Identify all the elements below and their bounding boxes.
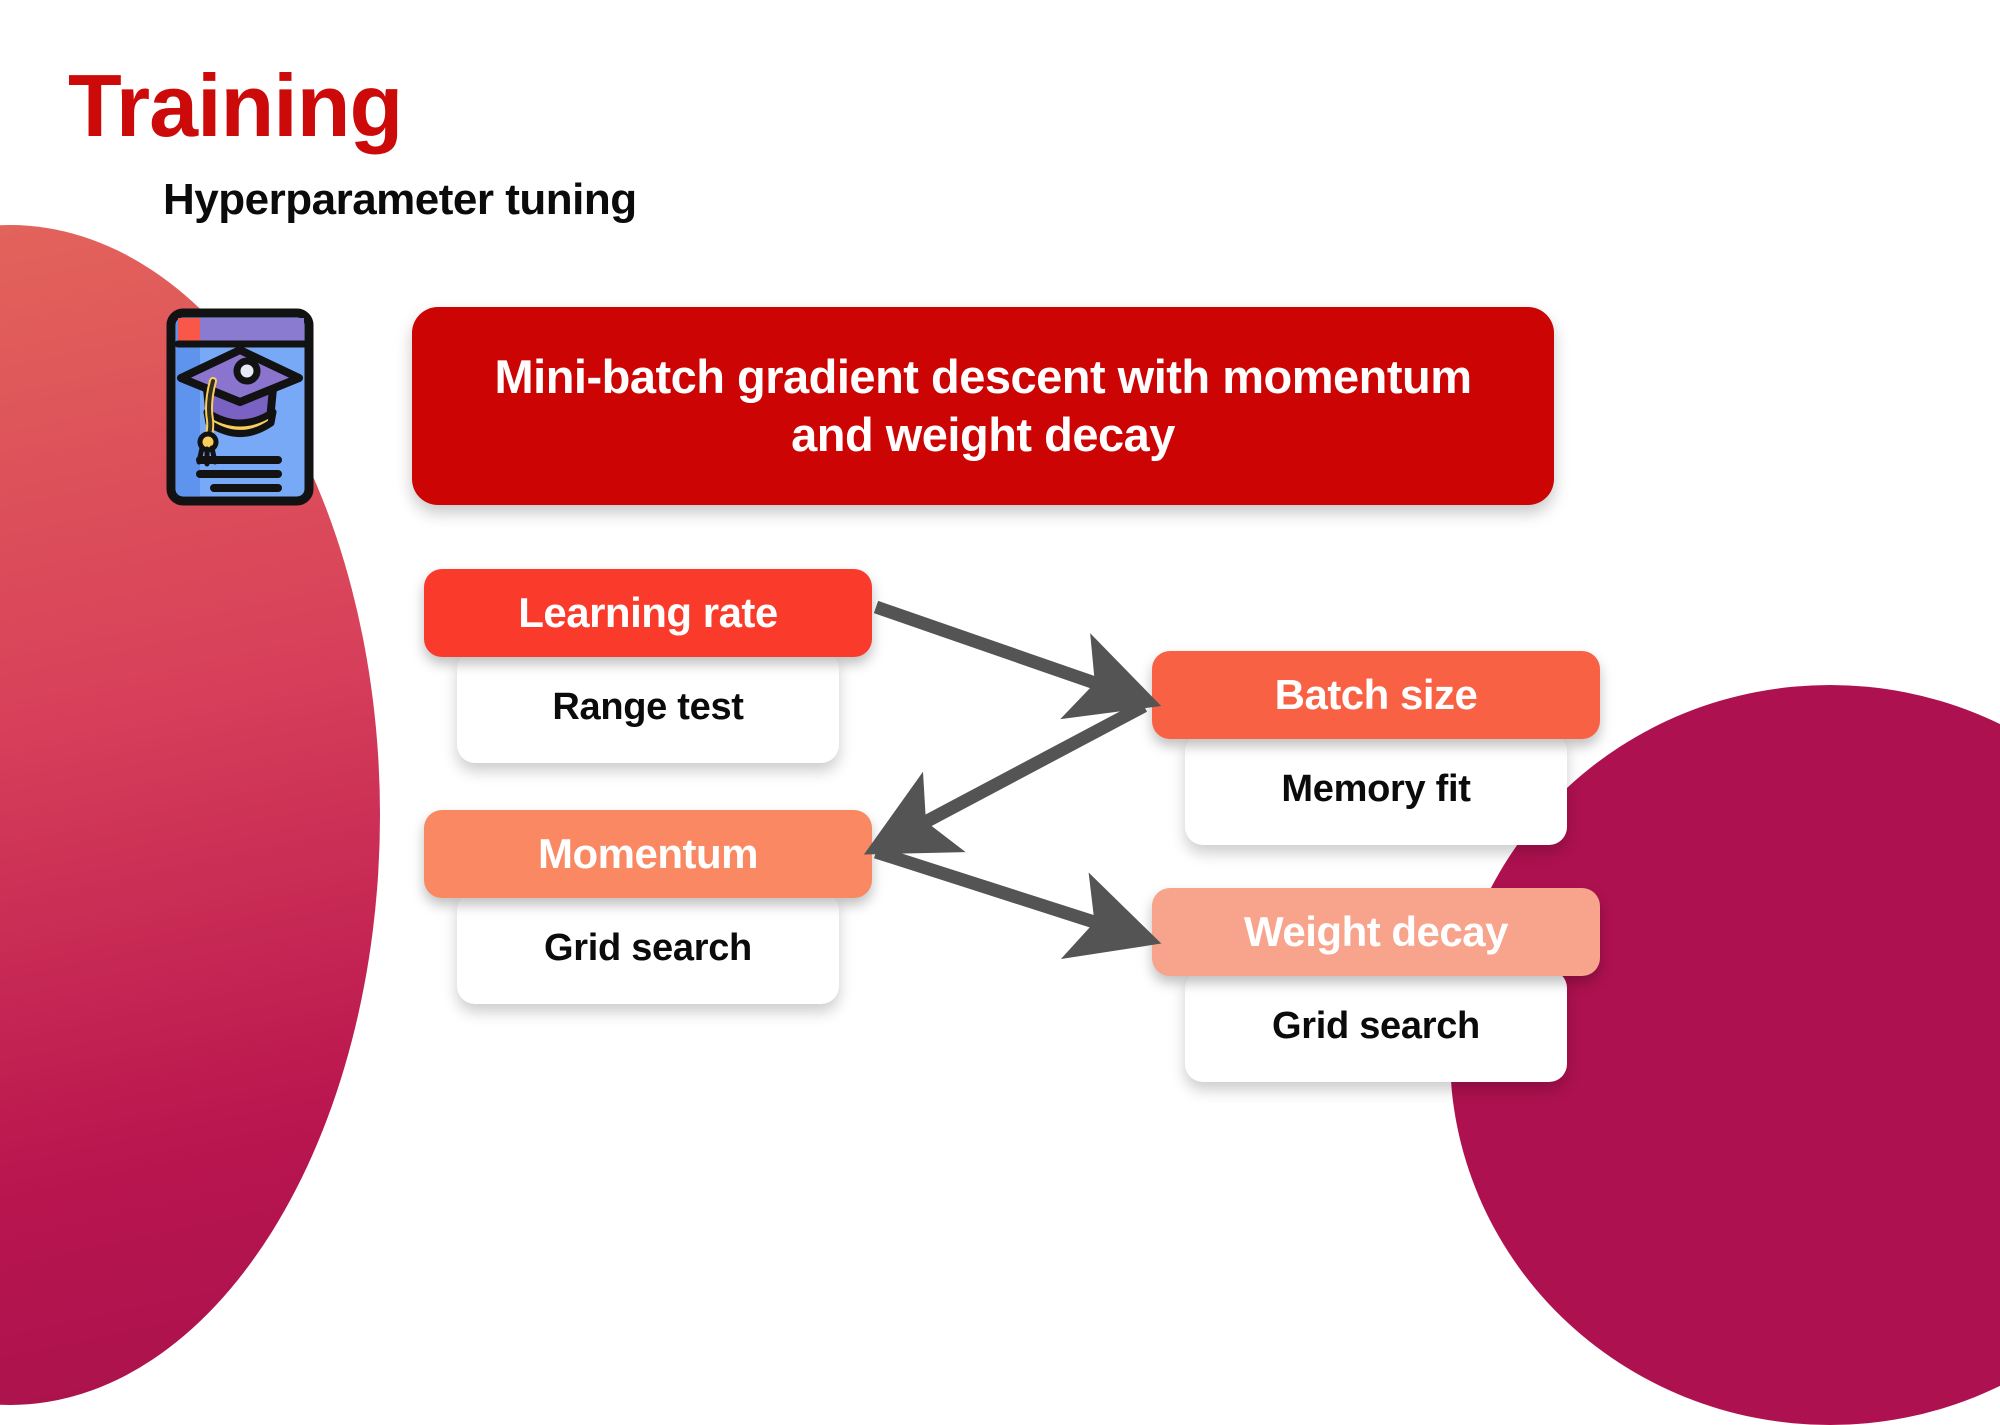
card-learning-rate-title: Learning rate xyxy=(518,589,778,636)
page-title: Training xyxy=(68,56,403,155)
arrow-learning-rate-to-batch-size xyxy=(873,600,1162,720)
card-batch-size-header[interactable]: Batch size xyxy=(1152,651,1600,739)
arrow-batch-size-to-momentum xyxy=(863,700,1148,855)
card-momentum-header[interactable]: Momentum xyxy=(424,810,872,898)
card-momentum-body[interactable]: Grid search xyxy=(457,892,839,1004)
card-batch-size-detail: Memory fit xyxy=(1281,767,1471,810)
card-batch-size-body[interactable]: Memory fit xyxy=(1185,733,1567,845)
card-learning-rate[interactable]: Learning rate Range test xyxy=(424,569,872,763)
card-weight-decay[interactable]: Weight decay Grid search xyxy=(1152,888,1600,1082)
card-weight-decay-header[interactable]: Weight decay xyxy=(1152,888,1600,976)
card-learning-rate-detail: Range test xyxy=(552,685,744,728)
main-banner: Mini-batch gradient descent with momentu… xyxy=(412,307,1554,505)
card-momentum-detail: Grid search xyxy=(544,926,752,969)
card-momentum[interactable]: Momentum Grid search xyxy=(424,810,872,1004)
card-batch-size-title: Batch size xyxy=(1274,671,1478,718)
card-momentum-title: Momentum xyxy=(538,830,759,877)
arrow-momentum-to-weight-decay xyxy=(874,845,1162,960)
card-weight-decay-detail: Grid search xyxy=(1272,1004,1480,1047)
card-learning-rate-body[interactable]: Range test xyxy=(457,651,839,763)
card-weight-decay-title: Weight decay xyxy=(1244,908,1508,955)
card-batch-size[interactable]: Batch size Memory fit xyxy=(1152,651,1600,845)
main-banner-text: Mini-batch gradient descent with momentu… xyxy=(494,349,1472,461)
card-weight-decay-body[interactable]: Grid search xyxy=(1185,970,1567,1082)
graduation-book-icon xyxy=(166,308,314,506)
page-subtitle: Hyperparameter tuning xyxy=(163,175,637,224)
card-learning-rate-header[interactable]: Learning rate xyxy=(424,569,872,657)
